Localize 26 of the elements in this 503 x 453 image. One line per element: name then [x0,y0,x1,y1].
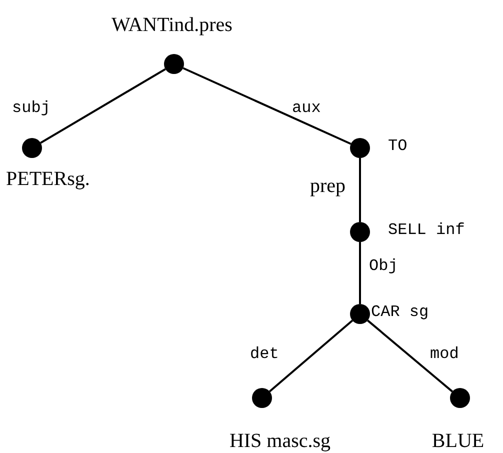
word-label: PETERsg. [6,168,90,190]
edge-label: prep [310,175,346,197]
tree-branch [182,67,352,145]
edge-label: mod [430,346,459,364]
tree-branch [268,320,354,392]
word-label: CAR sg [371,304,429,322]
node-dot [350,138,370,158]
edge-label: aux [292,100,321,118]
tree-branch [359,242,361,304]
node-dot [350,304,370,324]
tree-branch [40,68,166,144]
node-dot [22,138,42,158]
node-dot [252,388,272,408]
word-label: SELL inf [388,222,465,240]
node-dot [450,388,470,408]
word-label: WANTind.pres [112,14,232,36]
edge-label: Obj [369,258,398,276]
edge-label: det [250,346,279,364]
tree-branch [359,158,361,222]
node-dot [350,222,370,242]
node-dot [164,54,184,74]
word-label: BLUE [432,430,484,452]
tree-branch [367,320,453,392]
word-label: HIS masc.sg [229,430,331,452]
word-label: TO [388,138,408,156]
edge-label: subj [12,100,50,118]
